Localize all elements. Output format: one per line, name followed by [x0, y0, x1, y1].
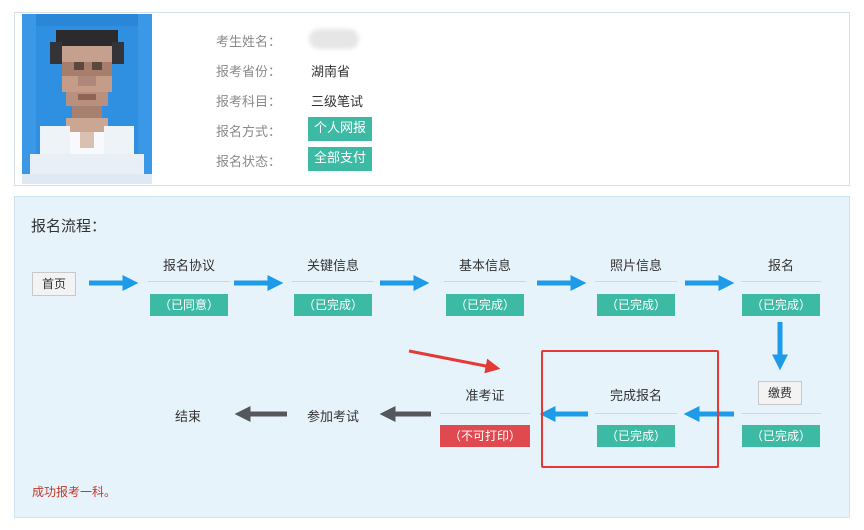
step-register-divider	[741, 281, 821, 282]
step-admission-status[interactable]: （不可打印）	[439, 425, 531, 447]
info-label-province: 报考省份：	[216, 65, 282, 80]
step-end-name: 结束	[174, 410, 202, 425]
step-agreement-name: 报名协议	[162, 259, 216, 274]
step-key-info-divider	[292, 281, 374, 282]
step-pay-divider	[741, 413, 821, 414]
step-photo-info-status: （已完成）	[596, 294, 676, 316]
info-value-province: 湖南省	[311, 65, 351, 80]
step-agreement-status: （已同意）	[149, 294, 229, 316]
success-note: 成功报考一科。	[32, 485, 117, 499]
step-complete-name: 完成报名	[609, 389, 663, 404]
candidate-photo	[22, 14, 152, 184]
info-label-subject: 报考科目：	[216, 95, 282, 110]
step-register-name: 报名	[767, 259, 795, 274]
status-tag: 全部支付	[308, 147, 373, 171]
step-exam-name: 参加考试	[306, 410, 360, 425]
pay-button[interactable]: 缴费	[758, 381, 803, 405]
step-basic-info-name: 基本信息	[458, 259, 512, 274]
info-label-status: 报名状态：	[216, 155, 282, 170]
step-key-info-status: （已完成）	[293, 294, 373, 316]
step-basic-info-status: （已完成）	[445, 294, 525, 316]
step-photo-info-name: 照片信息	[609, 259, 663, 274]
step-complete-divider	[595, 413, 677, 414]
candidate-info-card: 考生姓名： 报考省份： 湖南省 报考科目： 三级笔试 报名方式： 个人网报 报名…	[14, 12, 850, 186]
info-label-method: 报名方式：	[216, 125, 282, 140]
highlight-box	[541, 350, 719, 468]
step-photo-info-divider	[595, 281, 677, 282]
registration-flow-panel: 报名流程： 首页 报名协议 （已同意） 关键信息 （已完成） 基本信息 （已完成…	[14, 196, 850, 518]
info-label-name: 考生姓名：	[216, 35, 282, 50]
flow-title: 报名流程：	[31, 217, 107, 235]
step-pay-status: （已完成）	[741, 425, 821, 447]
step-complete-status: （已完成）	[596, 425, 676, 447]
step-register-status: （已完成）	[741, 294, 821, 316]
info-value-subject: 三级笔试	[311, 95, 364, 110]
method-tag: 个人网报	[308, 117, 373, 141]
step-agreement-divider	[148, 281, 230, 282]
step-key-info-name: 关键信息	[306, 259, 360, 274]
step-basic-info-divider	[444, 281, 526, 282]
step-admission-divider	[440, 413, 530, 414]
step-admission-name: 准考证	[465, 389, 505, 404]
name-blurred-value	[309, 29, 359, 49]
home-button[interactable]: 首页	[32, 272, 77, 296]
